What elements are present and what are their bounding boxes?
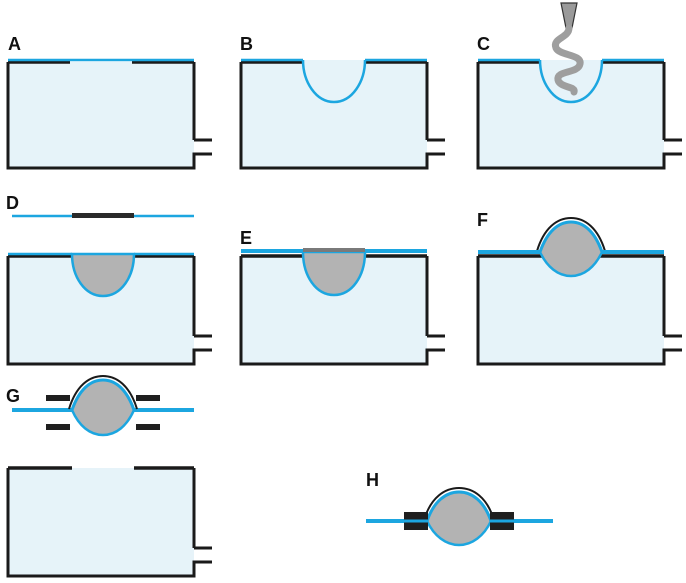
clamp-top-left xyxy=(46,395,70,401)
filled-well xyxy=(70,252,136,298)
panel-label-e: E xyxy=(240,228,252,248)
panel-d: D xyxy=(6,193,212,366)
panel-label-g: G xyxy=(6,386,20,406)
panel-f: F xyxy=(476,210,682,366)
clamp-bottom-left xyxy=(46,424,70,430)
capsule-top-membrane xyxy=(538,220,604,253)
capsule-top-membrane xyxy=(425,490,493,522)
capsule-top-outline xyxy=(68,374,138,410)
capsule-top-outline xyxy=(423,486,495,521)
top-membrane-patch xyxy=(303,248,365,252)
capsule-bottom-membrane xyxy=(70,409,136,437)
panel-g: G xyxy=(6,374,212,578)
chamber-wall xyxy=(476,256,682,366)
chamber-wall xyxy=(6,256,212,366)
chamber-wall xyxy=(476,62,682,170)
filled-well xyxy=(301,250,367,297)
domed-capsule xyxy=(427,492,491,545)
chamber-wall xyxy=(6,468,212,578)
domed-capsule xyxy=(540,222,602,276)
panel-e: E xyxy=(239,228,445,366)
capsule-bottom-membrane xyxy=(538,251,604,278)
chamber-fill xyxy=(8,62,194,168)
panel-c: C xyxy=(476,2,682,170)
panel-h: H xyxy=(366,470,553,547)
chamber-wall xyxy=(6,62,212,170)
panel-b: B xyxy=(239,34,445,170)
top-membrane-patch xyxy=(72,213,134,218)
membrane-well xyxy=(301,59,367,104)
capsule-top-membrane xyxy=(70,378,136,411)
capsule-bottom-membrane xyxy=(425,520,493,547)
clamp-bottom-right xyxy=(136,424,160,430)
clamp-top-right xyxy=(136,395,160,401)
panel-label-a: A xyxy=(8,34,21,54)
chamber-fill xyxy=(8,468,194,576)
panel-label-h: H xyxy=(366,470,379,490)
panel-label-b: B xyxy=(240,34,253,54)
domed-capsule xyxy=(72,380,134,435)
polymer-stream xyxy=(551,24,584,96)
chamber-wall xyxy=(239,256,445,366)
panel-label-d: D xyxy=(6,193,19,213)
membrane-well xyxy=(538,59,604,104)
panel-label-f: F xyxy=(477,210,488,230)
capsule-top-outline xyxy=(536,216,606,252)
dispensing-nozzle-icon xyxy=(560,2,578,29)
panel-label-c: C xyxy=(477,34,490,54)
panel-a: A xyxy=(6,34,212,170)
chamber-wall xyxy=(239,62,445,170)
